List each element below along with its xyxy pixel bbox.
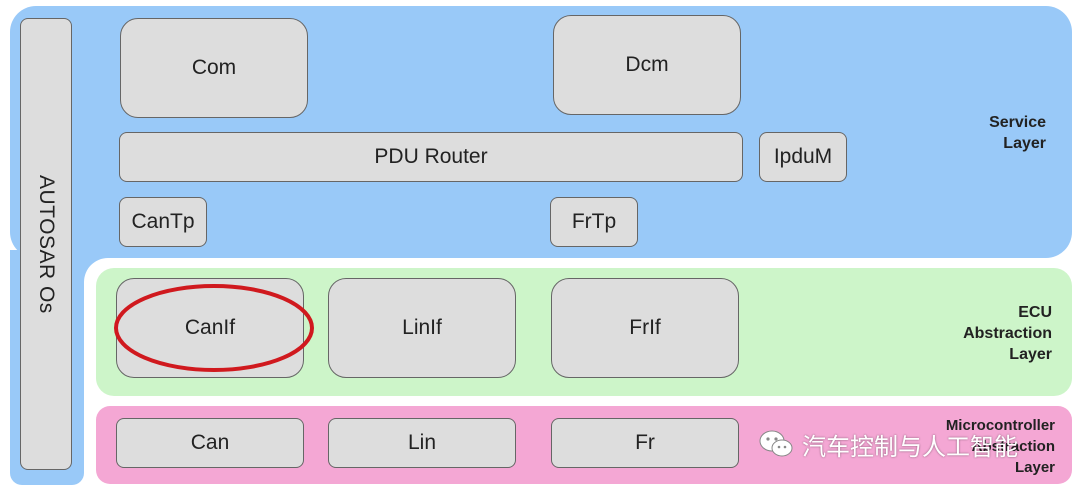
can-module: Can bbox=[116, 418, 304, 468]
mcal-layer-label-line3: Layer bbox=[1014, 459, 1055, 476]
ecu-layer-label-line2: Abstraction bbox=[963, 325, 1052, 342]
autosar-os-label: AUTOSAR Os bbox=[35, 174, 58, 314]
service-layer-label: Service Layer bbox=[930, 112, 1046, 154]
service-layer-label-line1: Service bbox=[989, 114, 1046, 131]
ecu-abstraction-layer-label: ECU Abstraction Layer bbox=[900, 302, 1052, 365]
frtp-module: FrTp bbox=[550, 197, 638, 247]
canif-highlight-ellipse bbox=[114, 284, 314, 372]
ecu-layer-label-line3: Layer bbox=[1009, 346, 1052, 363]
service-layer-label-line2: Layer bbox=[1003, 135, 1046, 152]
autosar-os-block: AUTOSAR Os bbox=[20, 18, 72, 470]
mcal-layer-label-line2: Abstraction bbox=[971, 438, 1055, 455]
pdu-router-module: PDU Router bbox=[119, 132, 743, 182]
wechat-icon bbox=[759, 430, 793, 457]
com-module: Com bbox=[120, 18, 308, 118]
dcm-module: Dcm bbox=[553, 15, 741, 115]
microcontroller-abstraction-layer-label: Microcontroller Abstraction Layer bbox=[880, 415, 1055, 478]
watermark: 汽车控制与人工智能 bbox=[758, 424, 1058, 464]
frif-module: FrIf bbox=[551, 278, 739, 378]
linif-module: LinIf bbox=[328, 278, 516, 378]
fr-module: Fr bbox=[551, 418, 739, 468]
ipdum-module: IpduM bbox=[759, 132, 847, 182]
cantp-module: CanTp bbox=[119, 197, 207, 247]
lin-module: Lin bbox=[328, 418, 516, 468]
mcal-layer-label-line1: Microcontroller bbox=[945, 417, 1055, 434]
ecu-layer-label-line1: ECU bbox=[1018, 304, 1052, 321]
watermark-text: 汽车控制与人工智能 bbox=[802, 433, 1018, 461]
